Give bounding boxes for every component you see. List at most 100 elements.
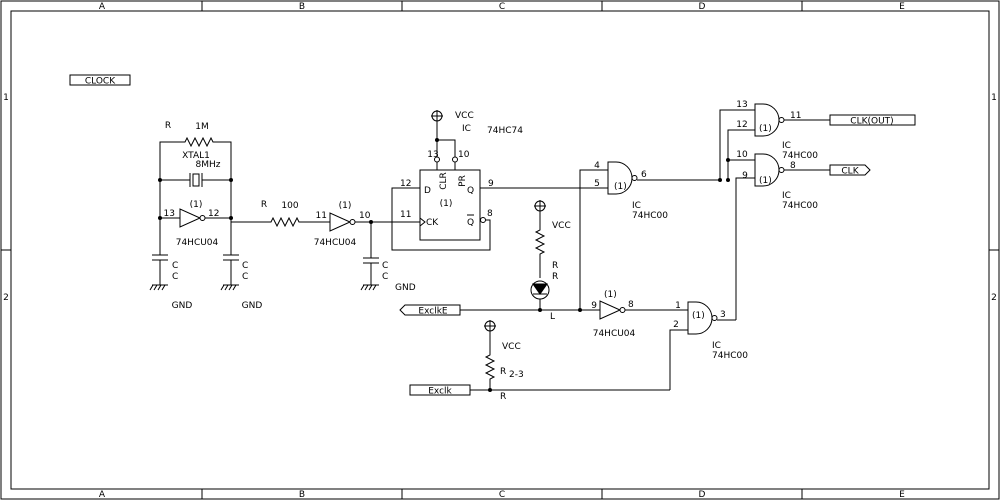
- port-clk-out-label: CLK(OUT): [850, 117, 893, 127]
- flipflop-pin-d: 12: [400, 179, 411, 189]
- nand4-ref: IC: [712, 341, 721, 351]
- pullup-resistor-value: 2-3: [509, 370, 524, 380]
- nand2-pin-a: 13: [736, 100, 747, 110]
- nand3-part: 74HC00: [782, 151, 818, 161]
- crystal-value: 8MHz: [196, 160, 221, 170]
- nand4-pin-a: 1: [675, 301, 681, 311]
- sel-inverter-pin-in: 9: [591, 301, 597, 311]
- nand2: (1) 13 12 11: [719, 100, 830, 180]
- nand4-pin-y: 3: [720, 310, 726, 320]
- series-resistor: R 100: [231, 200, 330, 228]
- title-box: [69, 74, 131, 86]
- col-label-d-bottom: D: [699, 490, 706, 500]
- col-label-e-bottom: E: [899, 490, 905, 500]
- col-label-e: E: [899, 2, 905, 12]
- nand1-unit: (1): [614, 182, 627, 192]
- flipflop-label-clr: CLR: [439, 172, 449, 190]
- cap-mid-ref: C: [242, 261, 248, 271]
- port-exclke-label: ExclkE: [418, 307, 448, 317]
- flipflop-label-pr: PR: [458, 175, 468, 187]
- port-exclk: Exclk: [409, 384, 471, 397]
- nand1-pin-a: 4: [594, 161, 600, 171]
- cap-mid: C C: [220, 218, 248, 291]
- nand3-ref: IC: [782, 141, 791, 151]
- port-clk-out: CLK(OUT): [829, 114, 916, 127]
- nand3-ref2: IC: [782, 191, 791, 201]
- series-resistor-ref: R: [261, 200, 267, 210]
- pullup-branch: VCC R 2-3 R: [484, 320, 524, 402]
- col-label-d: D: [699, 2, 706, 12]
- osc-inverter-pin-in: 13: [164, 209, 175, 219]
- pullup-resistor-ref: R: [500, 367, 506, 377]
- port-clk: CLK: [829, 164, 871, 177]
- buffer-inverter-unit: (1): [339, 201, 352, 211]
- sel-inverter-unit: (1): [604, 290, 617, 300]
- flipflop-label-ck: CK: [426, 218, 439, 228]
- nand3-unit: (1): [759, 176, 772, 186]
- buffer-inverter-pin-out: 10: [359, 211, 371, 221]
- nand4-unit: (1): [692, 311, 705, 321]
- buffer-inverter: (1) 11 10 74HCU04: [314, 201, 392, 248]
- nand1-pin-b: 5: [594, 179, 600, 189]
- led-resistor-value: R: [552, 272, 558, 282]
- col-label-a-bottom: A: [99, 490, 106, 500]
- crystal-ref: XTAL1: [182, 151, 210, 161]
- nand1-part: 74HC00: [632, 211, 668, 221]
- flipflop-part: 74HC74: [487, 126, 523, 136]
- col-label-a: A: [99, 2, 106, 12]
- feedback-resistor-ref: R: [165, 121, 171, 131]
- gnd-label-left: GND: [172, 301, 193, 311]
- gnd-label-right: GND: [395, 283, 416, 293]
- cap-left-value: C: [172, 272, 178, 282]
- nand1-ref: IC: [632, 201, 641, 211]
- flipflop-vcc-label: VCC: [455, 111, 474, 121]
- sel-inverter: (1) 9 8 74HCU04: [591, 290, 688, 339]
- led-branch: VCC R R L: [530, 200, 571, 322]
- cap-left: C C: [149, 218, 178, 291]
- nand3-pin-b: 9: [742, 171, 748, 181]
- col-label-c: C: [499, 2, 505, 12]
- nand3-pin-y: 8: [790, 161, 796, 171]
- nand3-pin-a: 10: [736, 150, 748, 160]
- nand2-pin-b: 12: [736, 120, 747, 130]
- feedback-resistor-value: 1M: [195, 122, 209, 132]
- flipflop-pin-pr: 10: [458, 150, 470, 160]
- nand4: (1) 1 2 3 IC 74HC00: [669, 301, 748, 390]
- port-exclke: ExclkE: [399, 304, 461, 317]
- flipflop-label-d: D: [424, 186, 431, 196]
- flipflop-pin-clr: 13: [427, 150, 438, 160]
- osc-inverter-part: 74HCU04: [176, 238, 219, 248]
- nand1-pin-y: 6: [641, 170, 647, 180]
- inner-frame: [10, 10, 990, 490]
- buffer-inverter-part: 74HCU04: [314, 238, 357, 248]
- col-label-c-bottom: C: [499, 490, 505, 500]
- flipflop-unit: (1): [440, 199, 453, 209]
- osc-inverter-pin-out: 12: [208, 209, 219, 219]
- col-label-b-bottom: B: [299, 490, 305, 500]
- nand3-part2: 74HC00: [782, 201, 818, 211]
- title-label: CLOCK: [85, 77, 116, 87]
- crystal: XTAL1 8MHz: [160, 151, 231, 187]
- cap-left-ref: C: [172, 261, 178, 271]
- row-label-1-right: 1: [991, 93, 997, 103]
- gnd-label-mid: GND: [242, 301, 263, 311]
- cap-right-value: C: [382, 272, 388, 282]
- series-resistor-value: 100: [281, 201, 298, 211]
- port-exclk-label: Exclk: [428, 387, 452, 397]
- port-clk-label: CLK: [841, 167, 859, 177]
- cap-right: C C: [360, 222, 388, 291]
- nand2-unit: (1): [759, 124, 772, 134]
- cap-right-ref: C: [382, 261, 388, 271]
- sel-inverter-pin-out: 8: [628, 300, 634, 310]
- flipflop-pin-qbar: 8: [487, 209, 493, 219]
- sel-inverter-part: 74HCU04: [593, 329, 636, 339]
- cap-mid-value: C: [242, 272, 248, 282]
- feedback-resistor: R 1M: [159, 121, 232, 180]
- osc-inverter: (1) 13 12 74HCU04: [160, 200, 231, 248]
- nand3: (1) 10 9 8 IC 74HC00 IC 74HC00: [728, 141, 830, 320]
- osc-inverter-unit: (1): [190, 200, 203, 210]
- row-label-2: 2: [3, 293, 9, 303]
- col-label-b: B: [299, 2, 305, 12]
